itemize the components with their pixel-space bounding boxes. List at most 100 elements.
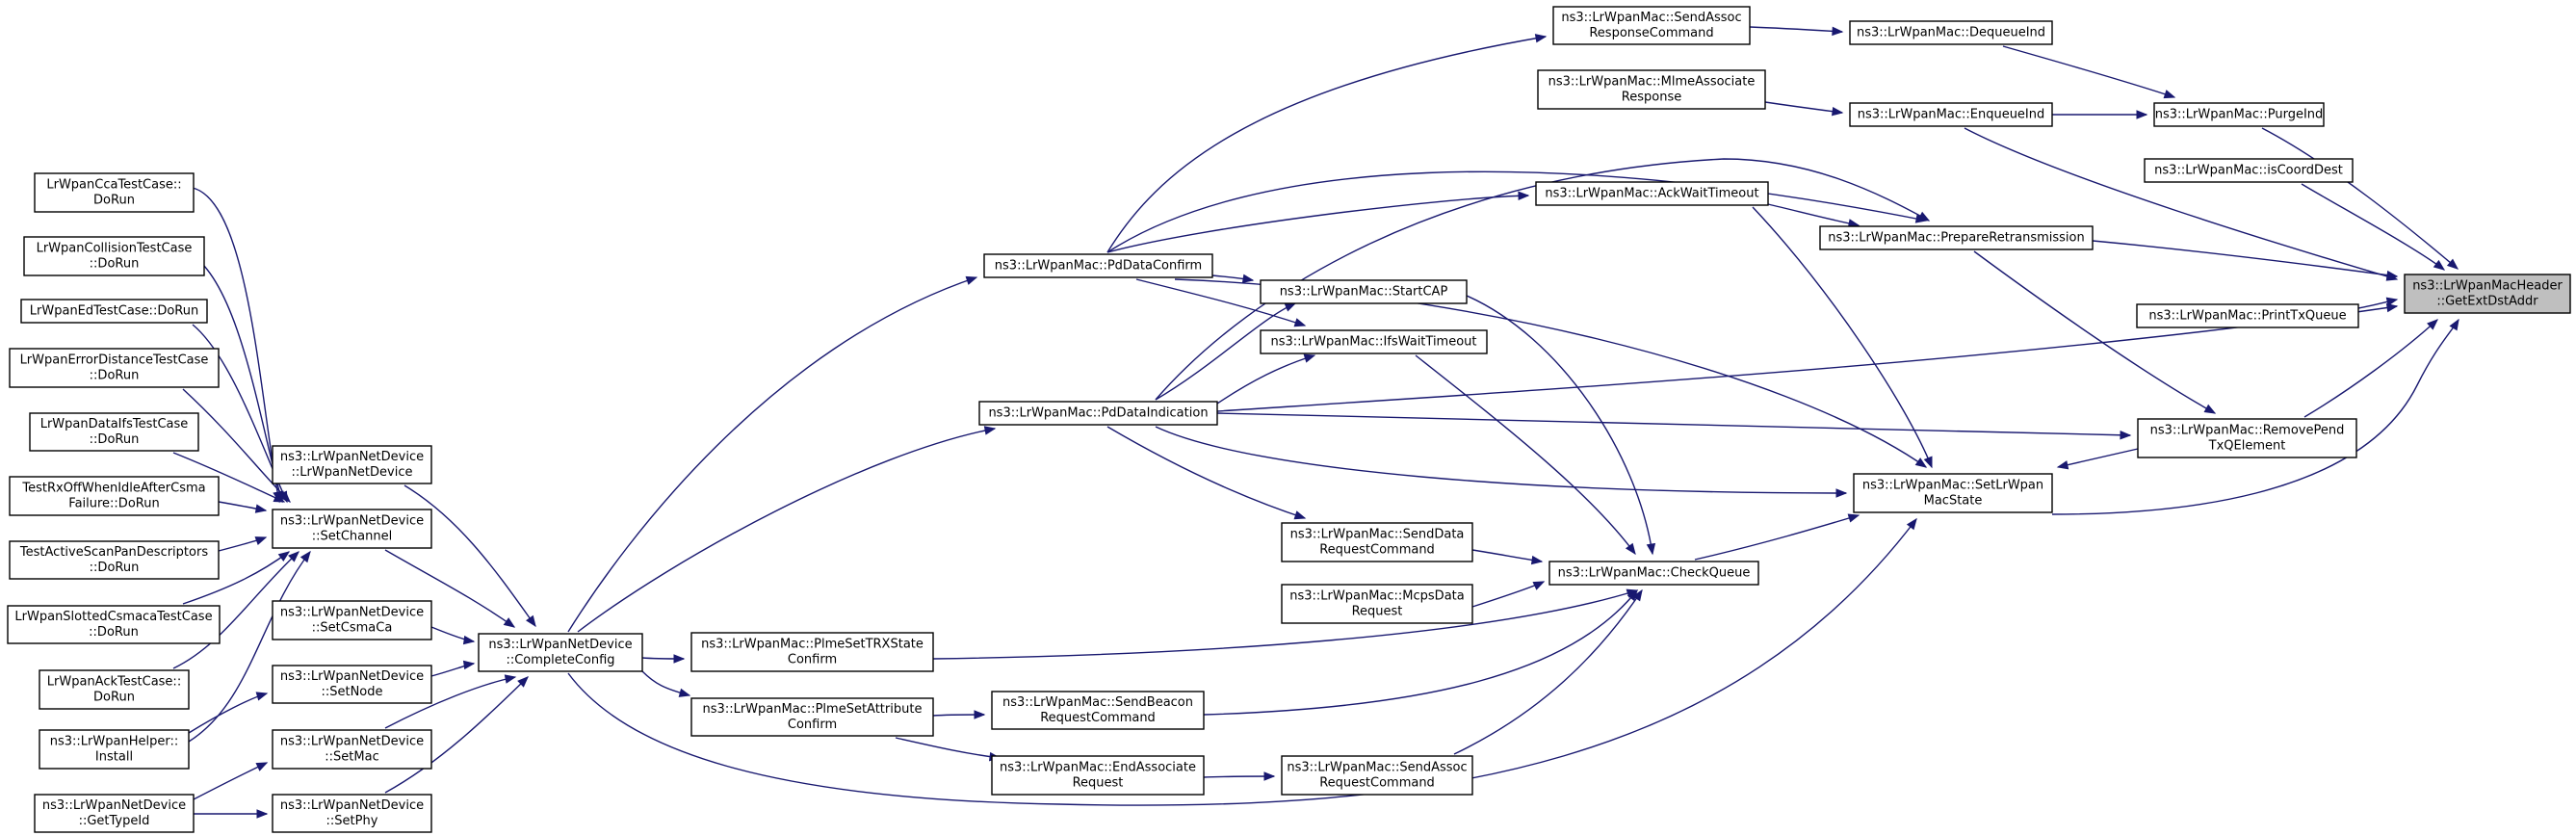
node-pddataind[interactable]: ns3::LrWpanMac::PdDataIndication — [978, 401, 1218, 426]
node-label: ns3::LrWpanMac::SendBeacon — [1002, 695, 1193, 710]
arrowhead-icon — [1832, 26, 1844, 37]
node-checkqueue[interactable]: ns3::LrWpanMac::CheckQueue — [1548, 561, 1759, 586]
node-label: Request — [1352, 605, 1403, 619]
node-purge[interactable]: ns3::LrWpanMac::PurgeInd — [2153, 102, 2325, 127]
node-setphy[interactable]: ns3::LrWpanNetDevice::SetPhy — [272, 794, 432, 833]
node-startcap[interactable]: ns3::LrWpanMac::StartCAP — [1260, 279, 1468, 304]
node-label: TestActiveScanPanDescriptors — [19, 545, 208, 560]
arrowhead-icon — [254, 504, 268, 513]
arrowhead-icon — [2120, 431, 2132, 440]
node-label: LrWpanSlottedCsmacaTestCase — [14, 610, 212, 624]
edge-endassocreq-to-sendassocreq — [1203, 771, 1276, 781]
arrowhead-icon — [504, 674, 517, 684]
node-errdist[interactable]: LrWpanErrorDistanceTestCase::DoRun — [9, 348, 220, 388]
edge-line — [1106, 426, 1306, 519]
node-slotted[interactable]: LrWpanSlottedCsmacaTestCase::DoRun — [7, 605, 221, 644]
arrowhead-icon — [1646, 542, 1656, 556]
arrowhead-icon — [526, 614, 536, 628]
edge-setcsmaca-to-completeconfig — [430, 626, 476, 645]
node-ifswait[interactable]: ns3::LrWpanMac::IfsWaitTimeout — [1260, 329, 1488, 354]
arrowhead-icon — [2385, 297, 2399, 306]
node-box — [1260, 329, 1488, 354]
arrowhead-icon — [255, 692, 269, 701]
node-setchannel[interactable]: ns3::LrWpanNetDevice::SetChannel — [272, 509, 432, 549]
node-dataifs[interactable]: LrWpanDataIfsTestCase::DoRun — [29, 412, 199, 452]
edge-line — [1106, 36, 1547, 253]
node-completeconfig[interactable]: ns3::LrWpanNetDevice::CompleteConfig — [478, 633, 643, 672]
edge-removepend-to-target — [2303, 319, 2438, 418]
arrowhead-icon — [1530, 555, 1544, 565]
node-dequeue[interactable]: ns3::LrWpanMac::DequeueInd — [1849, 20, 2053, 45]
node-collision[interactable]: LrWpanCollisionTestCase::DoRun — [23, 236, 205, 276]
node-ackwait[interactable]: ns3::LrWpanMac::AckWaitTimeout — [1535, 181, 1769, 206]
node-label: ns3::LrWpanMac::PlmeSetTRXState — [701, 638, 924, 652]
node-prepretx[interactable]: ns3::LrWpanMac::PrepareRetransmission — [1819, 225, 2094, 250]
arrowhead-icon — [678, 688, 691, 697]
node-box — [1281, 755, 1473, 796]
node-label: RequestCommand — [1319, 776, 1435, 791]
edge-gettypeid-to-setmac — [193, 762, 269, 800]
node-label: LrWpanCcaTestCase:: — [46, 178, 181, 193]
node-label: ::DoRun — [90, 257, 140, 272]
node-gettypeid[interactable]: ns3::LrWpanNetDevice::GetTypeId — [34, 794, 195, 833]
arrowhead-icon — [1625, 542, 1636, 556]
node-label: ResponseCommand — [1589, 26, 1713, 40]
node-label: ns3::LrWpanMac::DequeueInd — [1857, 26, 2045, 40]
node-box — [272, 665, 432, 704]
edge-iscoord-to-target — [2301, 183, 2446, 271]
arrowhead-icon — [1906, 517, 1917, 531]
node-label: ns3::LrWpanMac::CheckQueue — [1558, 566, 1751, 581]
arrowhead-icon — [1293, 510, 1307, 520]
node-box — [1548, 561, 1759, 586]
node-cca[interactable]: LrWpanCcaTestCase::DoRun — [34, 172, 195, 213]
node-acktest[interactable]: LrWpanAckTestCase::DoRun — [39, 669, 190, 710]
node-label: ns3::LrWpanMac::SendAssoc — [1287, 761, 1467, 775]
node-label: ns3::LrWpanNetDevice — [280, 669, 424, 684]
node-label: ns3::LrWpanMac::EnqueueInd — [1858, 108, 2045, 122]
node-ed[interactable]: LrWpanEdTestCase::DoRun — [20, 299, 208, 324]
node-enqueue[interactable]: ns3::LrWpanMac::EnqueueInd — [1849, 102, 2053, 127]
arrowhead-icon — [277, 551, 291, 562]
arrowhead-icon — [299, 550, 311, 563]
edge-sendassocreq-to-checkqueue — [1453, 588, 1643, 755]
node-box — [2137, 418, 2357, 458]
edge-line — [2301, 183, 2445, 271]
node-helper[interactable]: ns3::LrWpanHelper::Install — [39, 729, 190, 770]
node-printtx[interactable]: ns3::LrWpanMac::PrintTxQueue — [2136, 303, 2359, 328]
edge-pddataconfirm-to-ackwait — [1106, 191, 1530, 253]
node-ndctor[interactable]: ns3::LrWpanNetDevice::LrWpanNetDevice — [272, 445, 432, 484]
node-target[interactable]: ns3::LrWpanMacHeader::GetExtDstAddr — [2404, 274, 2571, 314]
edge-setstate-to-target — [2051, 318, 2459, 515]
edge-line — [1694, 514, 1860, 561]
node-activescan[interactable]: TestActiveScanPanDescriptors::DoRun — [9, 540, 220, 580]
node-label: ::GetExtDstAddr — [2436, 295, 2538, 309]
edge-plmesetattr-to-endassocreq — [895, 737, 1002, 762]
node-label: ns3::LrWpanNetDevice — [280, 735, 424, 749]
node-label: ns3::LrWpanMac::IfsWaitTimeout — [1270, 335, 1476, 350]
node-label: LrWpanErrorDistanceTestCase — [20, 353, 209, 368]
node-pddataconfirm[interactable]: ns3::LrWpanMac::PdDataConfirm — [983, 253, 1213, 278]
arrowhead-icon — [1923, 456, 1933, 469]
edge-line — [1155, 426, 1847, 494]
call-graph-nodes: ns3::LrWpanMacHeader::GetExtDstAddrns3::… — [7, 6, 2571, 833]
node-setnode[interactable]: ns3::LrWpanNetDevice::SetNode — [272, 665, 432, 704]
node-setmac[interactable]: ns3::LrWpanNetDevice::SetMac — [272, 729, 432, 770]
arrowhead-icon — [2446, 258, 2459, 270]
node-setcsmaca[interactable]: ns3::LrWpanNetDevice::SetCsmaCa — [272, 600, 432, 640]
edge-pddataconfirm-to-startcap — [1211, 274, 1255, 283]
arrowhead-icon — [2163, 90, 2176, 99]
arrowhead-icon — [1518, 191, 1530, 200]
node-iscoord[interactable]: ns3::LrWpanMac::isCoordDest — [2144, 158, 2354, 183]
